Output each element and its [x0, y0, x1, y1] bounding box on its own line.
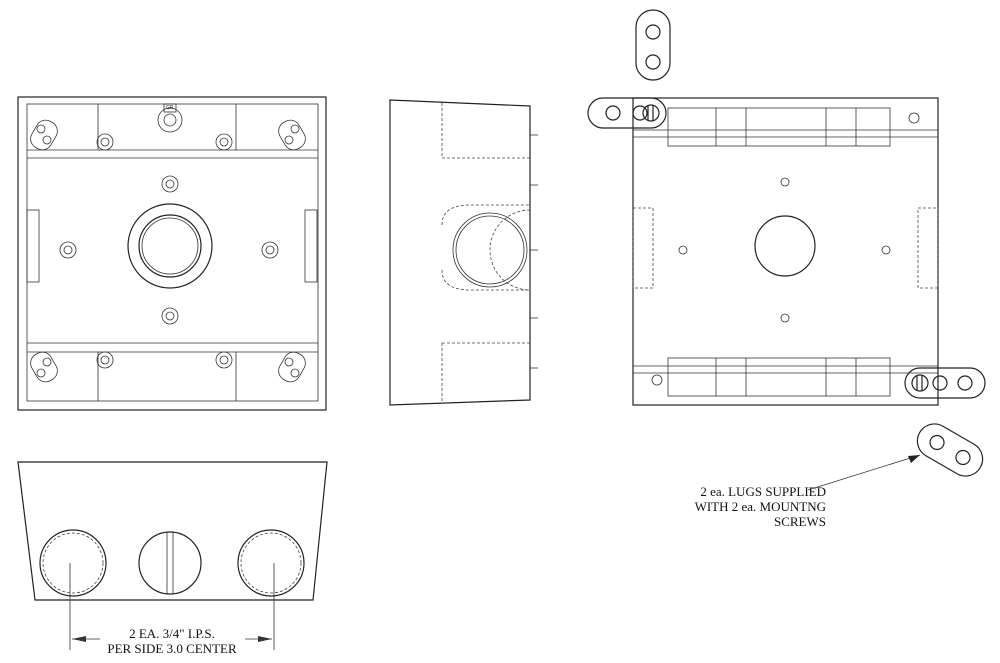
dimension-note-line2: PER SIDE 3.0 CENTER [107, 641, 237, 656]
lug-top-attached [587, 97, 667, 129]
lug-note: 2 ea. LUGS SUPPLIED WITH 2 ea. MOUNTNG S… [664, 484, 826, 529]
lug-note-line1: 2 ea. LUGS SUPPLIED [700, 484, 826, 499]
back-view [587, 9, 986, 491]
dimension-note: 2 EA. 3/4" I.P.S. PER SIDE 3.0 CENTER [97, 626, 247, 656]
lug-note-line3: SCREWS [773, 514, 826, 529]
gr-mark: GR [166, 105, 174, 111]
lug-top-loose [635, 9, 671, 81]
front-view [17, 96, 327, 411]
bottom-view [17, 461, 328, 650]
lug-note-line2: WITH 2 ea. MOUNTNG [694, 499, 826, 514]
dimension-note-line1: 2 EA. 3/4" I.P.S. [129, 626, 215, 641]
lug-bottom-loose [916, 423, 984, 477]
side-view [389, 99, 538, 406]
lug-bottom-attached [904, 367, 986, 399]
